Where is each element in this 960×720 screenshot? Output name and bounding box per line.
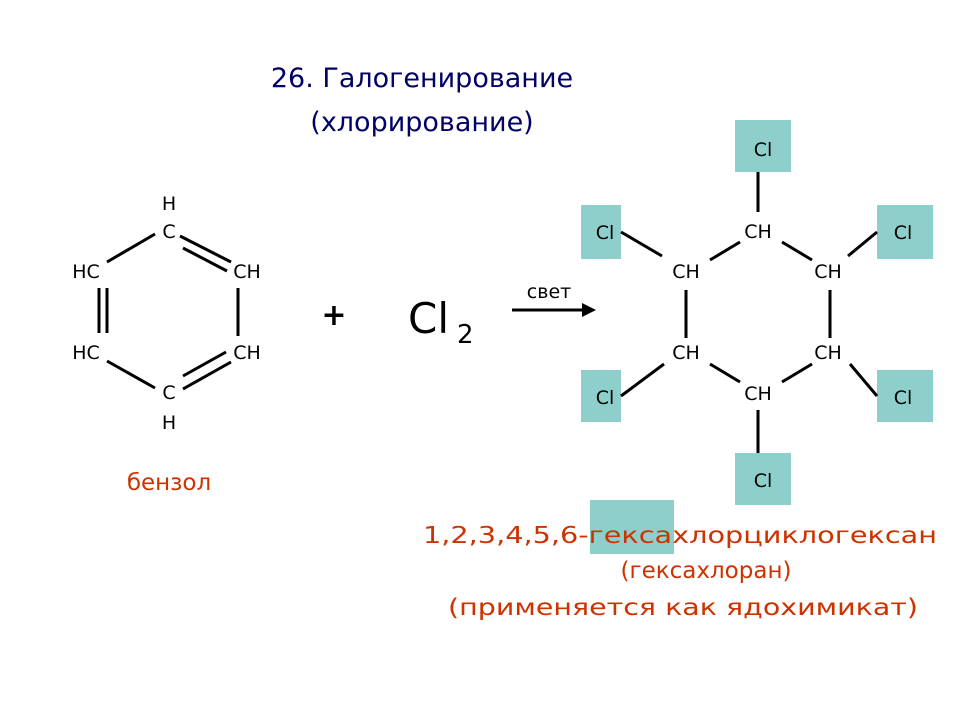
cl-label-top: Cl: [754, 139, 773, 161]
ring-atom-bottom: CH: [744, 383, 772, 405]
product-name-line-3: (применяется как ядохимикат): [448, 595, 918, 621]
benzene-bond-lower-right-outer: [182, 360, 232, 391]
benzene-structure: H C HC CH HC CH C H: [72, 193, 261, 434]
reaction-condition: свет: [527, 281, 571, 303]
ring-atom-upper-right: CH: [814, 261, 842, 283]
cl-bond-lower-right: [848, 363, 879, 397]
cl-bond-upper-right: [847, 230, 878, 258]
cl-label-lower-right: Cl: [894, 387, 913, 409]
reaction-arrow-icon: [512, 303, 596, 317]
benzene-bond-lower-left: [106, 359, 156, 390]
cl-box-upper-left: [581, 205, 621, 259]
cl-label-upper-right: Cl: [894, 222, 913, 244]
benzene-atom-ch-upper: CH: [233, 261, 261, 283]
cl-box-upper-right: [877, 205, 933, 259]
benzene-atom-hc-upper: HC: [72, 261, 100, 283]
product-structure: CH CH CH CH CH CH Cl Cl Cl Cl Cl Cl: [581, 120, 933, 505]
ring-atom-lower-right: CH: [814, 342, 842, 364]
product-bond-1: [709, 240, 741, 262]
benzene-atom-top-c: C: [162, 221, 175, 243]
product-bond-6: [781, 362, 813, 384]
cl-bond-upper-left: [620, 230, 663, 258]
reagent-subscript: 2: [457, 320, 474, 350]
product-bond-5: [709, 362, 741, 384]
benzene-bond-upper-left: [106, 232, 156, 264]
benzene-atom-bottom-c: C: [162, 382, 175, 404]
title-line-2: (хлорирование): [310, 107, 533, 138]
benzene-bond-lower-right-inner: [182, 350, 227, 378]
benzene-bond-upper-right-outer: [179, 234, 232, 264]
ring-atom-lower-left: CH: [672, 342, 700, 364]
benzene-atom-bottom-h: H: [162, 412, 176, 434]
cl-bond-lower-left: [620, 362, 665, 398]
benzene-atom-hc-lower: HC: [72, 342, 100, 364]
benzene-bond-upper-right-inner: [182, 246, 228, 273]
benzene-atom-ch-lower: CH: [233, 342, 261, 364]
title-line-1: 26. Галогенирование: [271, 63, 573, 94]
arrow-head: [582, 303, 596, 317]
benzene-name: бензол: [127, 470, 211, 496]
name-highlight-box: [590, 500, 674, 554]
cl-label-lower-left: Cl: [596, 387, 615, 409]
cl-box-bottom: [735, 453, 791, 505]
cl-label-upper-left: Cl: [596, 222, 615, 244]
benzene-atom-top-h: H: [162, 193, 176, 215]
cl-box-top: [735, 120, 791, 172]
ring-atom-top: CH: [744, 221, 772, 243]
product-bond-2: [781, 240, 813, 262]
cl-label-bottom: Cl: [754, 470, 773, 492]
reagent-cl: Cl: [408, 294, 449, 343]
product-name-line-2: (гексахлоран): [621, 558, 792, 584]
cl-box-lower-left: [581, 370, 621, 422]
product-name-line-1: 1,2,3,4,5,6-гексахлорциклогексан: [423, 523, 937, 549]
plus-sign: +: [321, 298, 346, 333]
cl-box-lower-right: [877, 370, 933, 422]
ring-atom-upper-left: CH: [672, 261, 700, 283]
